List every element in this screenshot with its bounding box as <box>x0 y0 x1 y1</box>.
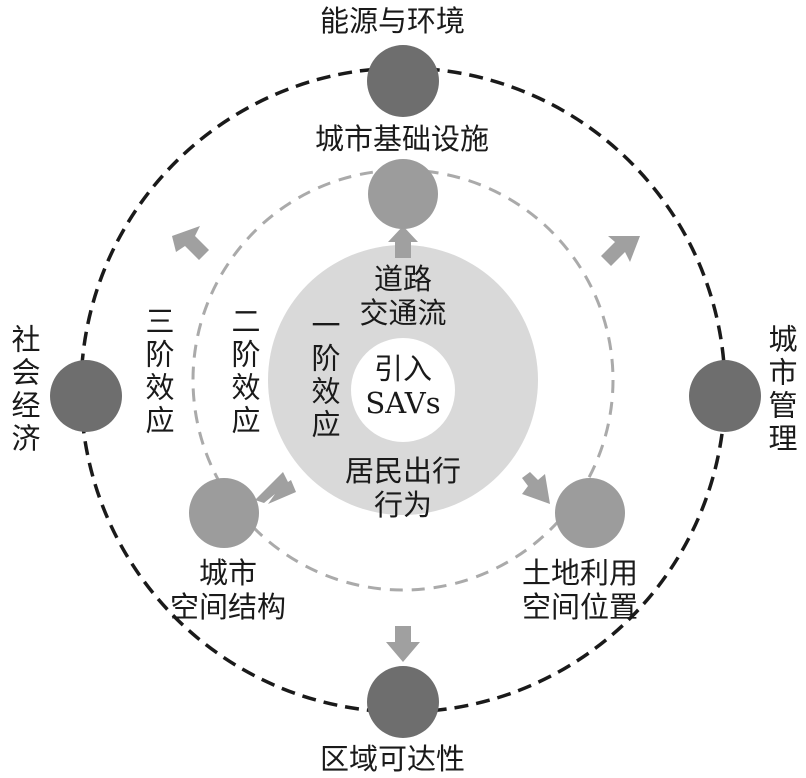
level-label-first: 一阶效应 <box>307 310 341 442</box>
inner-label-right: 土地利用 空间位置 <box>510 556 650 624</box>
core-top-line1: 道路 <box>373 262 432 296</box>
center-line1: 引入 <box>373 352 432 386</box>
arrow-upper-left <box>172 226 209 260</box>
level-label-second: 二阶效应 <box>227 306 261 438</box>
outer-label-right: 城市管理 <box>764 324 798 456</box>
inner-node-top <box>368 159 438 229</box>
inner-label-right-line1: 土地利用 <box>521 556 638 590</box>
center-line2: SAVs <box>365 386 441 420</box>
outer-node-top <box>367 45 439 117</box>
arrow-down <box>386 626 420 662</box>
core-bottom-line2: 行为 <box>373 488 432 522</box>
outer-node-bottom <box>367 666 439 738</box>
outer-label-left: 社会经济 <box>7 324 41 456</box>
arrow-lower-left <box>255 472 296 504</box>
outer-label-bottom: 区域可达性 <box>320 742 466 776</box>
core-top-label: 道路 交通流 <box>330 262 476 330</box>
inner-label-left: 城市 空间结构 <box>160 556 296 624</box>
center-label: 引入 SAVs <box>353 352 453 420</box>
arrow-up <box>388 226 418 258</box>
core-bottom-label: 居民出行 行为 <box>330 454 476 522</box>
level-label-third: 三阶效应 <box>141 306 175 438</box>
core-bottom-line1: 居民出行 <box>344 454 461 488</box>
arrow-upper-right <box>601 236 640 266</box>
inner-node-left <box>189 478 259 548</box>
outer-node-left <box>50 360 122 432</box>
core-top-line2: 交通流 <box>359 296 447 330</box>
inner-label-left-line1: 城市 <box>198 556 257 590</box>
arrow-lower-right <box>522 472 550 504</box>
inner-label-left-line2: 空间结构 <box>169 590 286 624</box>
outer-label-top: 能源与环境 <box>320 4 466 38</box>
center-circle <box>351 338 455 442</box>
inner-label-top: 城市基础设施 <box>315 122 490 156</box>
inner-node-right <box>555 478 625 548</box>
inner-ring <box>191 168 615 592</box>
outer-node-right <box>689 360 761 432</box>
inner-label-right-line2: 空间位置 <box>521 590 638 624</box>
